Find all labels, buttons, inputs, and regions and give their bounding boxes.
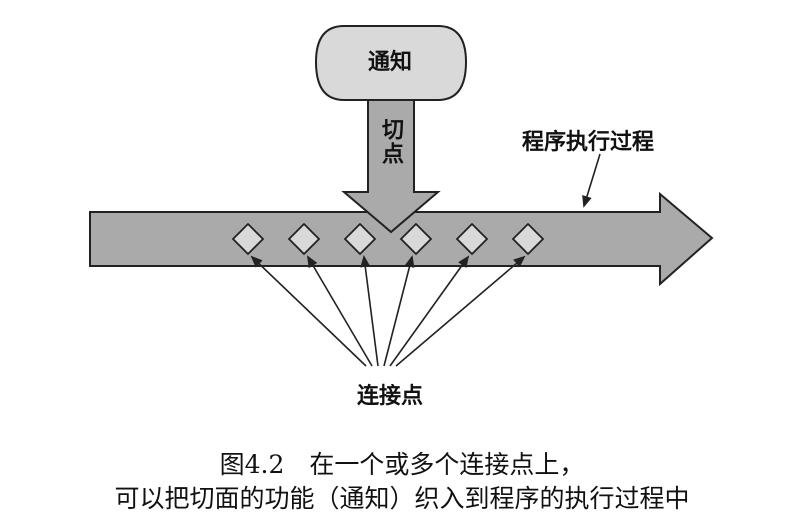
- joinpoint-diamond: [511, 222, 545, 256]
- joinpoint-diamond: [455, 222, 489, 256]
- joinpoint-arrow: [250, 255, 367, 367]
- joinpoint-arrow: [395, 255, 526, 367]
- joinpoint-diamond: [231, 222, 265, 256]
- joinpoint-label: 连接点: [356, 384, 423, 409]
- aop-diagram: [89, 25, 714, 367]
- advice-label: 通知: [367, 50, 412, 75]
- pointcut-arrow: [341, 99, 441, 234]
- joinpoint-diamond: [287, 222, 321, 256]
- joinpoint-arrow: [360, 255, 379, 367]
- caption-line-2: 可以把切面的功能（通知）织入到程序的执行过程中: [114, 484, 690, 513]
- advice-box: [314, 25, 468, 101]
- execution-flow-label: 程序执行过程: [522, 130, 655, 155]
- flow-label-pointer: [582, 153, 601, 208]
- joinpoint-diamond: [343, 222, 377, 256]
- caption-line-1: 图4.2 在一个或多个连接点上，: [219, 450, 585, 479]
- joinpoint-diamond: [399, 222, 433, 256]
- joinpoint-arrow: [389, 255, 470, 367]
- pointcut-label: 切点: [378, 118, 403, 166]
- figure-caption: 图4.2 在一个或多个连接点上， 可以把切面的功能（通知）织入到程序的执行过程中: [0, 448, 804, 516]
- joinpoint-arrow: [383, 255, 415, 367]
- joinpoint-arrow: [306, 255, 373, 367]
